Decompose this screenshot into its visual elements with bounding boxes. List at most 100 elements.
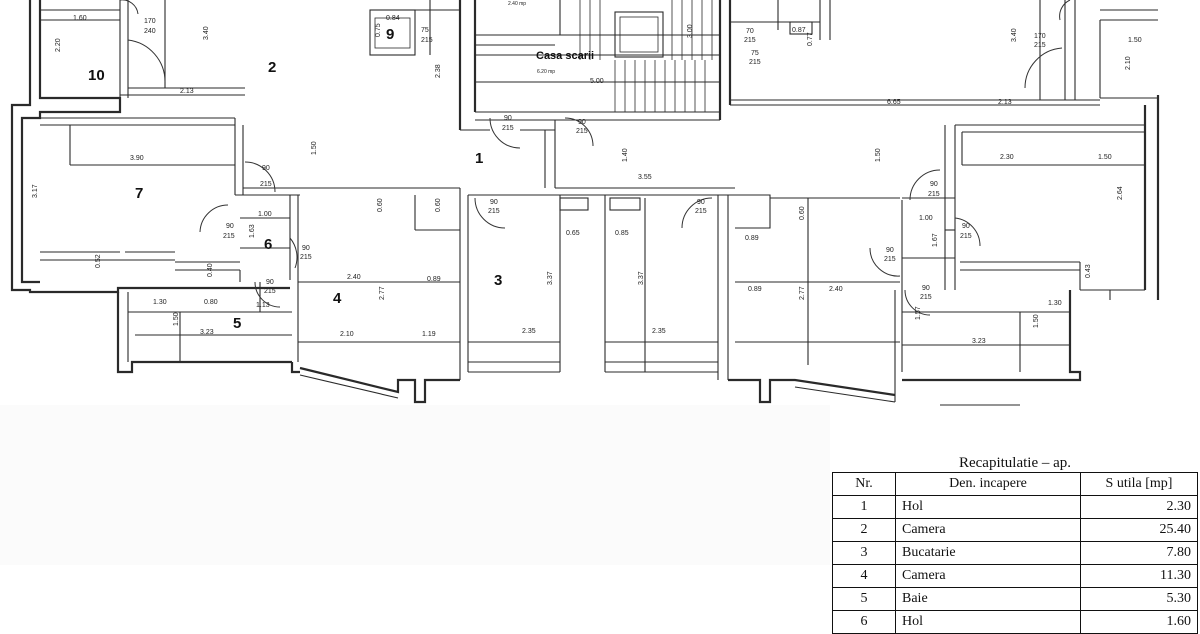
- dim: 1.00: [919, 215, 933, 222]
- dim: 1.60: [73, 15, 87, 22]
- top-area: 2.40 mp: [508, 1, 526, 7]
- room-10-label: 10: [88, 67, 105, 84]
- door-tag: 90: [697, 199, 705, 206]
- dim: 0.85: [615, 230, 629, 237]
- dim: 0.80: [204, 299, 218, 306]
- table-row: 5 Baie 5.30: [832, 587, 1198, 611]
- staircase: [458, 0, 735, 196]
- table-row: 6 Hol 1.60: [832, 610, 1198, 634]
- door-tag: 215: [884, 256, 896, 263]
- dim: 70: [746, 28, 754, 35]
- door-tag: 90: [578, 119, 586, 126]
- header-area: S utila [mp]: [1080, 472, 1198, 496]
- dim: 2.64: [1117, 186, 1124, 200]
- door-tag: 215: [260, 181, 272, 188]
- recap-table: Nr. Den. incapere S utila [mp] 1 Hol 2.3…: [832, 472, 1198, 634]
- cell-nr: 2: [832, 518, 896, 542]
- dim: 3.55: [638, 174, 652, 181]
- room-7-label: 7: [135, 185, 143, 202]
- walls-left: [10, 0, 589, 404]
- door-tag: 90: [930, 181, 938, 188]
- dim: 215: [749, 59, 761, 66]
- door-tag: 90: [962, 223, 970, 230]
- dim: 3.23: [972, 338, 986, 345]
- dim: 1.30: [1048, 300, 1062, 307]
- dim: 1.67: [932, 233, 939, 247]
- stair-area: 6.20 mp: [537, 69, 555, 75]
- door-tag: 215: [488, 208, 500, 215]
- cell-nr: 1: [832, 495, 896, 519]
- dim: 2.40: [829, 286, 843, 293]
- header-room-name: Den. incapere: [895, 472, 1081, 496]
- door-tag: 215: [695, 208, 707, 215]
- cell-area: 5.30: [1080, 587, 1198, 611]
- cell-name: Baie: [895, 587, 1081, 611]
- dim: 3.23: [200, 329, 214, 336]
- dim: 240: [144, 28, 156, 35]
- dim: 0.52: [95, 254, 102, 268]
- dim: 2.10: [340, 331, 354, 338]
- dim: 2.13: [998, 99, 1012, 106]
- table-row: 1 Hol 2.30: [832, 495, 1198, 519]
- cell-nr: 5: [832, 587, 896, 611]
- dim: 2.13: [180, 88, 194, 95]
- dim: 3.17: [32, 184, 39, 198]
- door-tag: 215: [920, 294, 932, 301]
- wc-9: [369, 0, 460, 56]
- dim: 1.50: [1098, 154, 1112, 161]
- door-tag: 90: [262, 165, 270, 172]
- dim: 6.65: [887, 99, 901, 106]
- cell-nr: 4: [832, 564, 896, 588]
- dim: 1.19: [422, 331, 436, 338]
- dim: 2.77: [799, 286, 806, 300]
- room-4-label: 4: [333, 290, 342, 307]
- dim: 2.20: [55, 38, 62, 52]
- door-tag: 90: [886, 247, 894, 254]
- cell-name: Bucatarie: [895, 541, 1081, 565]
- cell-nr: 6: [832, 610, 896, 634]
- dim: 3.40: [1011, 28, 1018, 42]
- dim: 75: [751, 50, 759, 57]
- room-5-label: 5: [233, 315, 241, 332]
- dim: 0.89: [745, 235, 759, 242]
- dim: 170: [1034, 33, 1046, 40]
- room-2-label: 2: [268, 59, 276, 76]
- dim: 215: [502, 125, 514, 132]
- dim: 2.30: [1000, 154, 1014, 161]
- door-tag: 215: [223, 233, 235, 240]
- door-tag: 215: [928, 191, 940, 198]
- dim: 90: [504, 115, 512, 122]
- dim: 2.77: [379, 286, 386, 300]
- dim: 0.43: [1085, 264, 1092, 278]
- cell-area: 11.30: [1080, 564, 1198, 588]
- dimension-labels: 1.60 170 240 3.40 2.20 2.13 3.90 3.17 1.…: [32, 15, 1142, 345]
- dim: 0.89: [748, 286, 762, 293]
- dim: 1.57: [915, 306, 922, 320]
- dim: 1.63: [249, 224, 256, 238]
- dim: 2.10: [1125, 56, 1132, 70]
- table-header-row: Nr. Den. incapere S utila [mp]: [832, 472, 1198, 496]
- room-9-label: 9: [386, 26, 394, 43]
- recap-table-panel: Recapitulatie – ap. Nr. Den. incapere S …: [832, 454, 1198, 634]
- table-row: 2 Camera 25.40: [832, 518, 1198, 542]
- cell-name: Camera: [895, 518, 1081, 542]
- dim: 1.00: [258, 211, 272, 218]
- dim: 3.40: [203, 26, 210, 40]
- recap-title: Recapitulatie – ap.: [958, 455, 1072, 471]
- dim: 1.50: [1033, 314, 1040, 328]
- dim: 0.89: [427, 276, 441, 283]
- dim: 215: [421, 37, 433, 44]
- dim: 0.40: [207, 263, 214, 277]
- dim: 0.75: [375, 23, 382, 37]
- door-tag: 215: [960, 233, 972, 240]
- dim: 0.60: [377, 198, 384, 212]
- dim: 1.50: [1128, 37, 1142, 44]
- dim: 1.50: [875, 148, 882, 162]
- dim: 5.00: [590, 78, 604, 85]
- dim: 1.13: [256, 302, 270, 309]
- door-tags: 90 215 90 215 90 215 90 215 90 215 90 21…: [223, 119, 972, 301]
- dim: 215: [1034, 42, 1046, 49]
- dim: 1.40: [622, 148, 629, 162]
- dim: 170: [144, 18, 156, 25]
